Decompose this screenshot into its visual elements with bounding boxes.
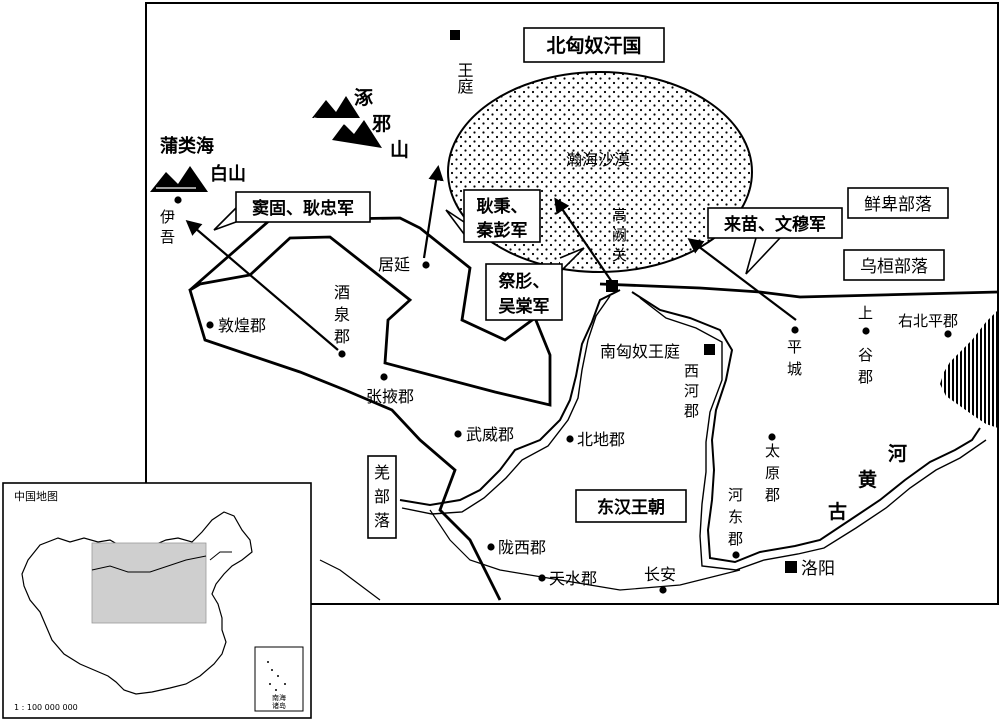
svg-text:酒: 酒	[334, 283, 350, 302]
label-youbeiping: 右北平郡	[898, 312, 958, 330]
label-juyan: 居延	[378, 255, 410, 274]
svg-text:南海: 南海	[272, 693, 286, 702]
label-xihe: 西 河 郡	[684, 362, 699, 420]
svg-text:谷: 谷	[858, 346, 873, 364]
gaoque-marker	[606, 280, 618, 292]
inset-scale: 1 : 100 000 000	[14, 703, 78, 712]
svg-text:郡: 郡	[765, 486, 780, 504]
svg-text:鲜卑部落: 鲜卑部落	[864, 195, 932, 215]
svg-text:城: 城	[787, 360, 802, 378]
svg-text:山: 山	[390, 139, 409, 161]
frontier-line	[188, 216, 552, 601]
arrow-geng-bing	[422, 164, 444, 259]
svg-text:吾: 吾	[160, 228, 175, 246]
svg-text:北匈奴汗国: 北匈奴汗国	[546, 34, 641, 57]
arrow-ji-tong	[554, 197, 613, 283]
luoyang-marker	[785, 561, 797, 573]
svg-text:泉: 泉	[334, 305, 350, 324]
svg-text:邪: 邪	[371, 113, 391, 135]
label-tianshui: 天水郡	[549, 569, 597, 588]
svg-text:太: 太	[765, 442, 780, 460]
svg-text:伊: 伊	[160, 208, 175, 226]
label-dunhuang: 敦煌郡	[218, 316, 266, 335]
svg-text:窦固、耿忠军: 窦固、耿忠军	[252, 198, 354, 219]
svg-text:涿: 涿	[354, 87, 374, 109]
label-longxi: 陇西郡	[498, 538, 546, 557]
svg-text:乌桓部落: 乌桓部落	[860, 257, 928, 277]
box-eastern-han: 东汉王朝	[575, 489, 687, 523]
label-jiuquan: 酒 泉 郡	[334, 283, 350, 346]
label-shanggu: 上 谷 郡	[858, 304, 873, 386]
label-hedong: 河 东 郡	[728, 486, 743, 548]
label-ancient-yellow-river: 河 黄 古	[828, 443, 907, 523]
bohai-sea	[940, 310, 998, 428]
svg-text:东汉王朝: 东汉王朝	[597, 497, 665, 518]
svg-text:羌: 羌	[374, 463, 390, 482]
svg-text:来苗、文穆军: 来苗、文穆军	[723, 214, 826, 235]
svg-text:上: 上	[858, 304, 873, 322]
label-yiwu: 伊 吾	[160, 208, 175, 246]
svg-text:原: 原	[765, 464, 780, 482]
label-puleihai: 蒲类海	[160, 135, 214, 157]
zhuoye-mountain-icon	[312, 96, 382, 148]
yellow-river	[399, 289, 981, 564]
svg-text:郡: 郡	[684, 402, 699, 420]
svg-text:平: 平	[787, 338, 802, 356]
label-beidi: 北地郡	[577, 430, 625, 449]
inset-highlight-region	[91, 542, 207, 624]
svg-text:部: 部	[374, 487, 390, 506]
svg-text:西: 西	[684, 362, 699, 380]
label-wuwei: 武威郡	[466, 425, 514, 444]
nanxiongnu-marker	[704, 344, 715, 355]
svg-text:郡: 郡	[334, 327, 350, 346]
wangting-marker	[450, 30, 460, 40]
inset-title: 中国地图	[14, 490, 58, 503]
label-changan: 长安	[644, 565, 676, 584]
baishan-mountain-icon	[150, 166, 208, 192]
svg-text:河: 河	[684, 382, 699, 400]
svg-text:秦彭军: 秦彭军	[477, 220, 528, 241]
callout-geng-bing: 耿秉、 秦彭军	[445, 189, 541, 243]
label-wangting: 王庭	[455, 62, 474, 94]
svg-text:落: 落	[374, 511, 390, 530]
callout-ji-tong: 祭肜、 吴棠军	[485, 247, 585, 321]
svg-text:郡: 郡	[728, 530, 743, 548]
arrow-dou-gu	[185, 220, 339, 351]
label-taiyuan: 太 原 郡	[765, 442, 780, 504]
svg-text:耿秉、: 耿秉、	[477, 196, 528, 217]
box-wuhuan: 乌桓部落	[843, 249, 945, 281]
label-pingcheng: 平 城	[787, 338, 802, 378]
box-north-xiongnu: 北匈奴汗国	[523, 27, 665, 63]
label-nanxiongnu: 南匈奴王庭	[600, 342, 680, 361]
label-luoyang: 洛阳	[801, 559, 835, 579]
label-hanhai: 瀚海沙漠	[566, 150, 630, 169]
svg-text:河: 河	[728, 486, 743, 504]
box-qiang: 羌 部 落	[367, 455, 397, 539]
svg-text:阙: 阙	[612, 226, 627, 244]
svg-text:河: 河	[888, 443, 907, 465]
county-dots	[174, 196, 952, 594]
svg-text:古: 古	[828, 500, 847, 523]
svg-text:关: 关	[612, 246, 627, 264]
label-zhangye: 张掖郡	[366, 387, 414, 406]
svg-text:吴棠军: 吴棠军	[499, 296, 550, 317]
label-zhuoye: 涿 邪 山	[354, 87, 409, 161]
inset-south-sea-box	[254, 646, 304, 712]
arrow-lai-miao	[687, 238, 797, 321]
box-xianbei: 鲜卑部落	[847, 187, 949, 219]
wei-river	[429, 509, 741, 591]
svg-text:东: 东	[728, 508, 743, 526]
svg-text:高: 高	[612, 206, 627, 224]
label-gaoque: 高 阙 关	[612, 206, 627, 264]
svg-text:祭肜、: 祭肜、	[498, 271, 550, 292]
callout-dou-gu: 窦固、耿忠军	[213, 191, 371, 231]
callout-lai-miao: 来苗、文穆军	[707, 207, 843, 275]
svg-text:黄: 黄	[858, 468, 877, 491]
inset-china-map: 中国地图 南海 诸岛 1 : 100 000 000	[2, 482, 312, 719]
svg-text:诸岛: 诸岛	[272, 701, 286, 710]
svg-text:郡: 郡	[858, 368, 873, 386]
label-baishan: 白山	[210, 163, 246, 185]
